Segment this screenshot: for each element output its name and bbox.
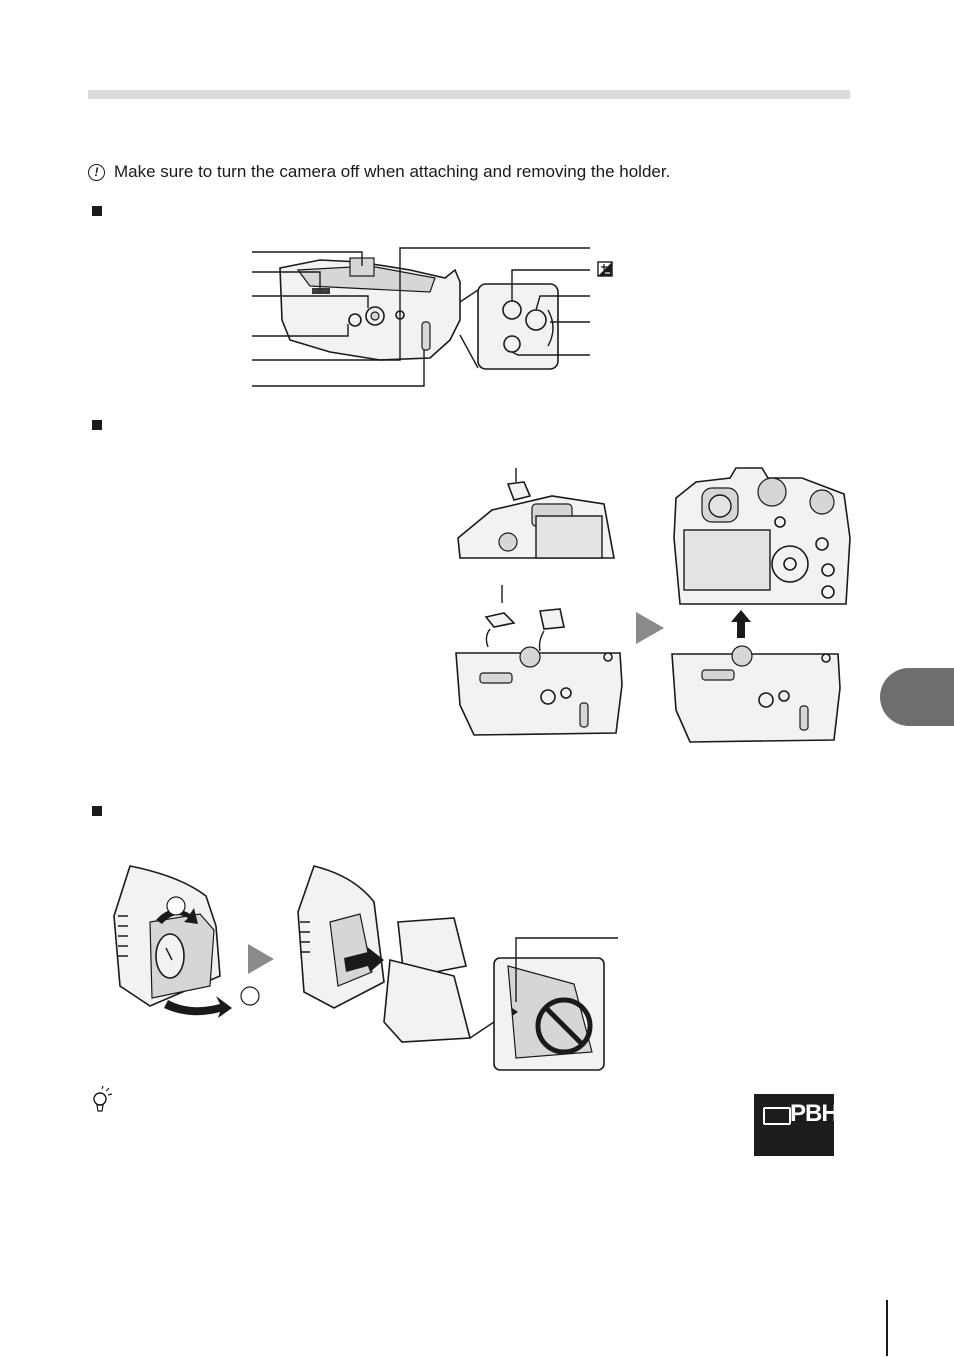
grip-parts-diagram	[252, 247, 613, 387]
up-arrow-icon	[731, 610, 751, 638]
chapter-tab	[880, 668, 954, 726]
section-bullet-inserting-battery	[92, 806, 102, 816]
inset-button-fn	[503, 335, 521, 353]
prohibited-icon	[535, 997, 593, 1055]
camera-bottom-view	[457, 468, 615, 559]
inset-front-dial	[547, 309, 554, 347]
play-arrow-icon	[636, 612, 664, 644]
section-header-bar	[88, 90, 850, 99]
grip-sub-dial	[421, 321, 431, 351]
battery-pack	[383, 958, 472, 1043]
battery-badge-label: PBH	[790, 1100, 839, 1127]
caution-text: Make sure to turn the camera off when at…	[114, 162, 671, 181]
mode-dial	[757, 477, 787, 507]
rotate-arrow-icon	[156, 908, 198, 924]
lightbulb-tip-icon	[93, 1085, 113, 1112]
connector-cover	[506, 481, 532, 501]
exposure-icon	[597, 261, 613, 277]
grip-button-af	[348, 313, 362, 327]
lcd-monitor	[683, 529, 771, 591]
caution-note: ! Make sure to turn the camera off when …	[88, 162, 670, 182]
grip-contact-cover	[484, 612, 516, 628]
insert-arrow-icon	[344, 946, 384, 972]
battery-insert-view	[297, 865, 618, 1071]
battery-indicator-badge: PBH	[754, 1094, 839, 1156]
section-bullet-attaching	[92, 420, 102, 430]
inset-button-exposure	[502, 300, 522, 320]
battery-icon	[763, 1107, 795, 1125]
step-marker-1	[166, 896, 186, 916]
camera-back-view	[673, 467, 851, 605]
grip-with-caps	[455, 585, 623, 736]
grip-alone	[671, 645, 841, 743]
open-door	[397, 917, 467, 979]
battery-cover-open	[113, 865, 260, 1018]
grip-front-inset	[477, 283, 559, 370]
grip-terminal-cap	[539, 608, 565, 630]
section-bullet-names-of-parts	[92, 206, 102, 216]
grip-body-final	[671, 653, 841, 743]
play-arrow-icon-2	[248, 944, 274, 974]
step-marker-2	[240, 986, 260, 1006]
open-arrow-icon	[164, 996, 232, 1018]
page-number-rule	[886, 1300, 888, 1356]
inset-shutter-button	[525, 309, 547, 331]
grip-body-attach	[455, 652, 623, 736]
grip-lock-switch	[312, 288, 330, 294]
caution-icon: !	[88, 163, 105, 181]
